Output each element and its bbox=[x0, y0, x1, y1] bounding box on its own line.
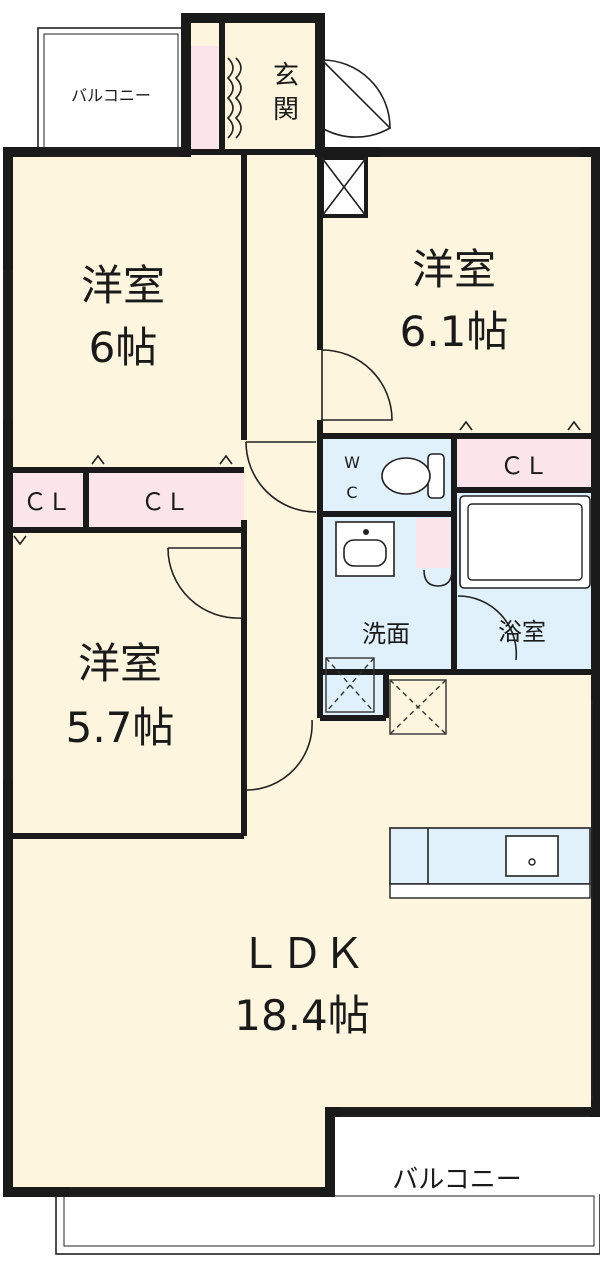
sink-icon bbox=[335, 521, 395, 577]
balcony-bottom: バルコニー bbox=[55, 1112, 600, 1255]
bedroom-west-mid-name: 洋室 bbox=[78, 639, 162, 688]
closet-west-large-label: ＣＬ bbox=[141, 488, 189, 516]
doors bbox=[13, 57, 581, 791]
windows bbox=[3, 147, 593, 1197]
outer-walls bbox=[3, 13, 600, 1197]
fixtures bbox=[320, 156, 591, 899]
bedroom-west-top-size: 6帖 bbox=[89, 323, 158, 372]
balcony-top: バルコニー bbox=[37, 27, 185, 153]
toilet-label-1: W bbox=[344, 453, 360, 472]
entrance-label-1: 玄 bbox=[273, 61, 299, 91]
toilet-icon bbox=[381, 453, 445, 499]
ldk-size: 18.4帖 bbox=[234, 991, 370, 1040]
bedroom-east-size: 6.1帖 bbox=[400, 307, 509, 356]
ldk-name: ＬＤＫ bbox=[239, 929, 365, 978]
closet-east-label: ＣＬ bbox=[500, 452, 548, 480]
bathtub-icon bbox=[459, 495, 591, 589]
washroom-label: 洗面 bbox=[362, 620, 410, 648]
kitchen-counter bbox=[389, 827, 591, 899]
balcony-top-label: バルコニー bbox=[71, 86, 151, 105]
room-fills bbox=[8, 18, 596, 1192]
closet-west-small-label: ＣＬ bbox=[23, 488, 71, 516]
bedroom-east-name: 洋室 bbox=[412, 245, 496, 294]
bathroom-label: 浴室 bbox=[498, 618, 546, 646]
entrance-label-2: 関 bbox=[273, 95, 299, 125]
balcony-bottom-label: バルコニー bbox=[392, 1165, 521, 1195]
labels: 洋室 6帖 洋室 6.1帖 洋室 5.7帖 ＬＤＫ 18.4帖 玄 関 洗面 浴… bbox=[23, 61, 548, 1040]
toilet-label-2: C bbox=[346, 483, 357, 502]
interior-walls bbox=[8, 18, 596, 839]
bedroom-west-top-name: 洋室 bbox=[81, 261, 165, 310]
bedroom-west-mid-size: 5.7帖 bbox=[66, 703, 175, 752]
